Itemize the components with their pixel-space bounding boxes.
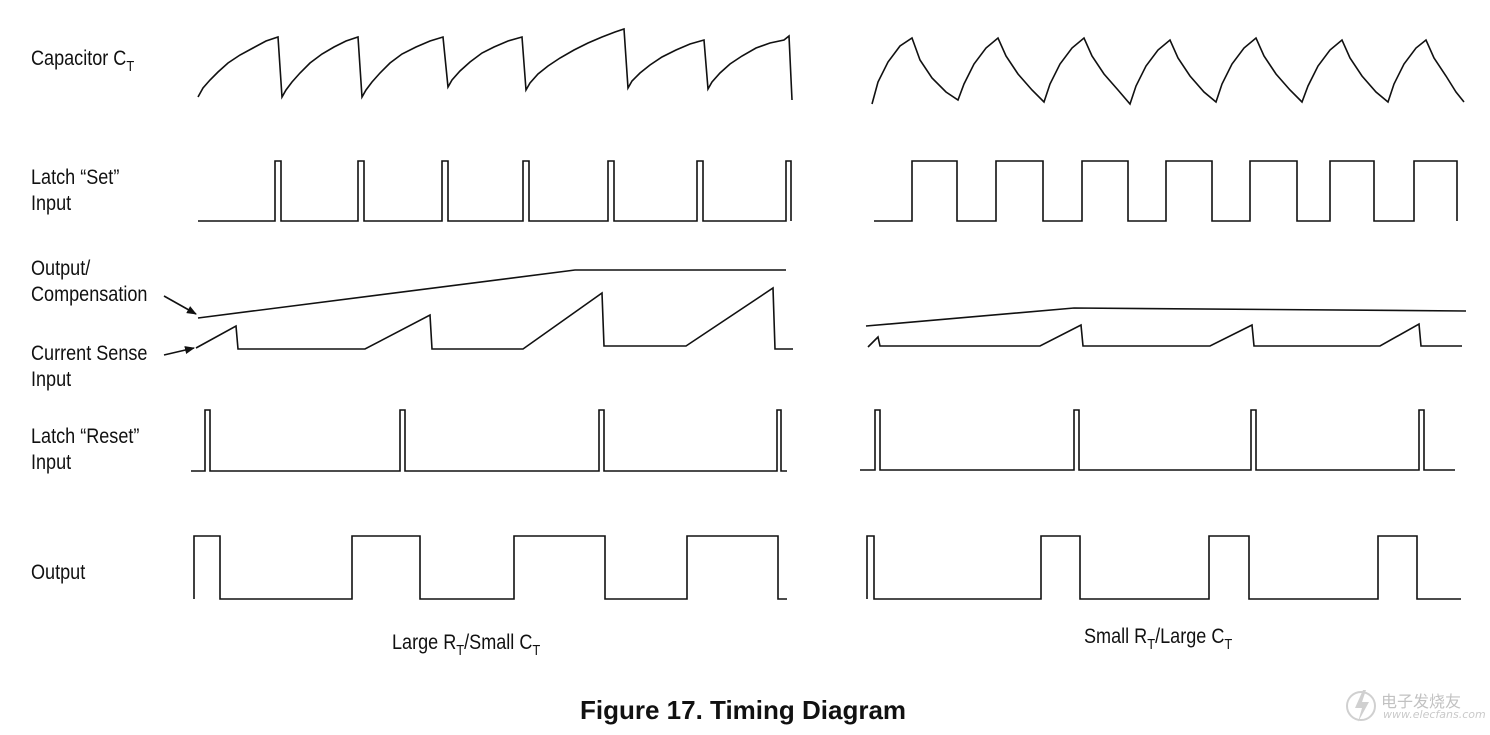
label-output: Output	[31, 561, 86, 584]
watermark-logo-icon	[1346, 690, 1376, 722]
left-current-sense-waveform	[195, 286, 793, 350]
right-latch-set-waveform	[874, 160, 1458, 222]
current-sense-arrow	[163, 346, 195, 356]
right-latch-reset-waveform	[860, 409, 1455, 471]
left-panel	[191, 27, 793, 600]
output-compensation-arrow	[163, 295, 197, 315]
left-output-waveform	[193, 535, 787, 600]
watermark-url: www.elecfans.com	[1383, 708, 1486, 721]
label-capacitor: Capacitor CT	[31, 47, 135, 75]
figure-title: Figure 17. Timing Diagram	[580, 695, 907, 725]
right-capacitor-waveform	[871, 36, 1465, 106]
label-latch-set-line1: Latch “Set”	[31, 166, 120, 189]
label-latch-reset-line1: Latch “Reset”	[31, 425, 140, 448]
left-latch-reset-waveform	[191, 409, 787, 472]
right-current-sense-waveform	[867, 322, 1462, 348]
right-output-compensation-waveform	[865, 307, 1467, 327]
label-current-sense-line1: Current Sense	[31, 342, 148, 365]
watermark-text: 电子发烧友	[1381, 692, 1462, 711]
right-output-waveform	[866, 535, 1461, 600]
caption-right: Small RT/Large CT	[1084, 625, 1233, 653]
label-latch-set-line2: Input	[31, 192, 72, 215]
label-current-sense-line2: Input	[31, 368, 72, 391]
label-output-compensation-line2: Compensation	[31, 283, 148, 306]
watermark: 电子发烧友 www.elecfans.com	[1345, 684, 1486, 728]
left-capacitor-waveform	[197, 27, 793, 101]
label-latch-reset-line2: Input	[31, 451, 72, 474]
left-output-compensation-waveform	[197, 269, 786, 319]
caption-left: Large RT/Small CT	[392, 631, 541, 659]
label-output-compensation-line1: Output/	[31, 257, 91, 280]
right-panel	[860, 36, 1467, 600]
left-latch-set-waveform	[198, 160, 792, 222]
